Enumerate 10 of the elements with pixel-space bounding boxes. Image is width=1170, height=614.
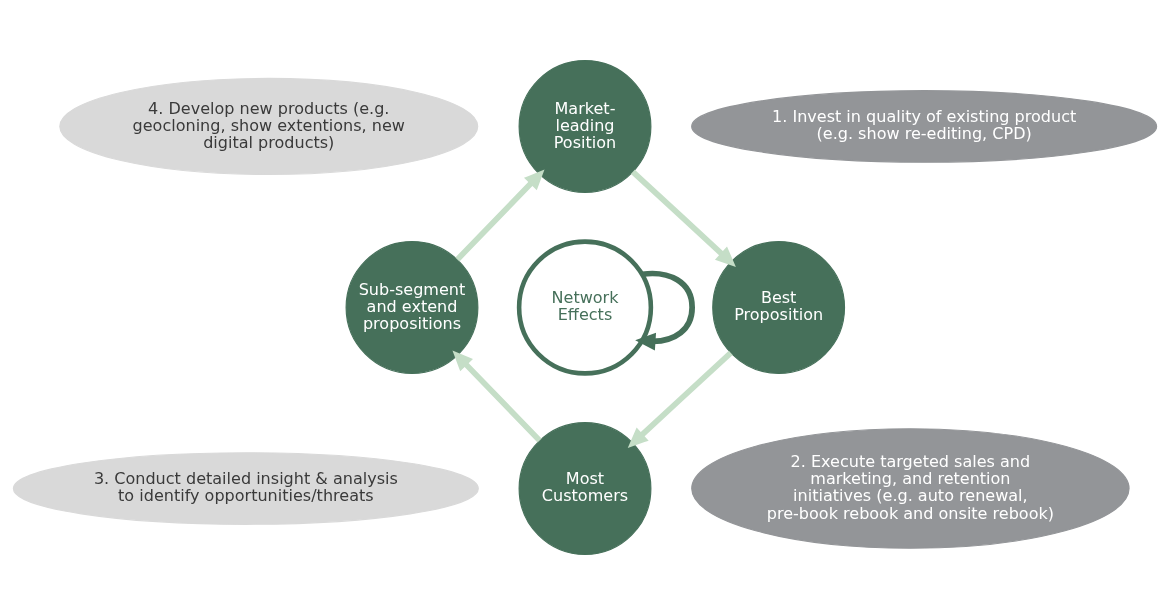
node-circle: Network Effects xyxy=(516,238,654,376)
arrow xyxy=(455,168,545,261)
arrow xyxy=(635,270,695,350)
node-ellipse: 2. Execute targeted sales and marketing, and retention initiatives (e.g. auto renewal, pre-book rebook and onsite rebook) xyxy=(691,427,1130,549)
node-ellipse: 1. Invest in quality of existing product (e.g. show re-editing, CPD) xyxy=(691,89,1158,163)
arrow xyxy=(452,349,542,442)
node-ellipse: 4. Develop new products (e.g. geocloning, show extentions, new digital products) xyxy=(59,77,479,175)
arrow xyxy=(627,350,733,448)
node-ellipse: 3. Conduct detailed insight & analysis to identify opportunities/threats xyxy=(12,451,479,525)
arrow xyxy=(630,169,736,267)
